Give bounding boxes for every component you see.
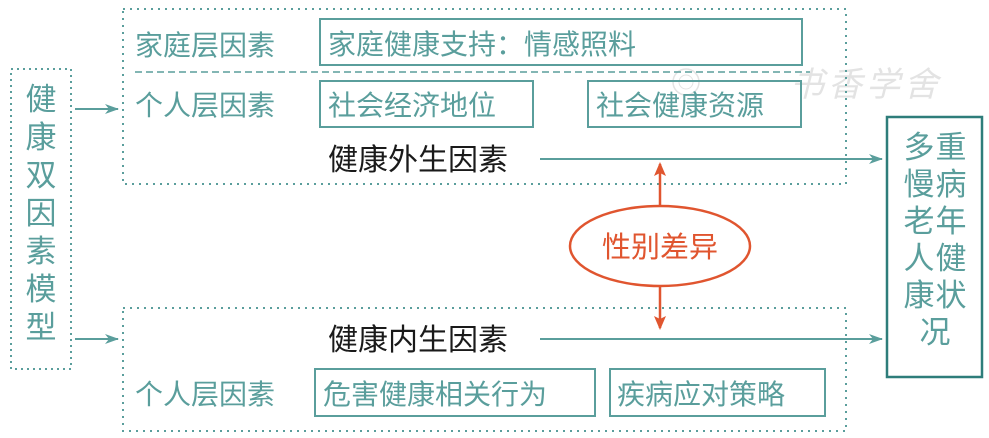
endogenous-title: 健康内生因素 [328,323,508,358]
health-risk-behavior-box [314,368,596,417]
model-label: 健 康 双 因 素 模 型 [26,82,57,346]
watermark-text: 书香学舍 [790,65,942,105]
outcome-box [885,115,984,379]
family-level-label: 家庭层因素 [135,29,275,62]
model-char: 素 [26,234,57,270]
outcome-char: 康 [904,278,935,314]
outcome-char: 慢 [904,167,935,203]
outcome-char: 多 [904,130,935,166]
outcome-char: 年 [936,204,967,240]
exogenous-box [122,8,847,185]
model-char: 双 [26,158,57,194]
outcome-char: 病 [936,167,967,203]
outcome-char: 老 [904,204,935,240]
model-char: 因 [26,196,57,232]
outcome-char: 重 [936,130,967,166]
gender-difference-ellipse [568,204,752,288]
gender-difference-text: 性别差异 [602,230,718,264]
model-char: 康 [26,120,57,156]
health-risk-behavior-text: 危害健康相关行为 [323,378,547,411]
family-factor-box [319,18,803,66]
model-box [10,68,72,370]
model-char: 健 [26,82,57,118]
endogenous-box [122,307,847,432]
social-health-resources-text: 社会健康资源 [596,89,764,122]
outcome-char: 健 [936,241,967,277]
outcome-char: 况 [920,315,951,351]
outcome-label: 多 重 慢 病 老 年 人 健 康 状 况 [904,130,967,351]
exogenous-title: 健康外生因素 [328,143,508,178]
disease-coping-strategy-text: 疾病应对策略 [617,378,785,411]
family-factor-text: 家庭健康支持：情感照料 [328,28,636,61]
individual-level-label-exogenous: 个人层因素 [135,89,275,122]
disease-coping-strategy-box [609,368,826,417]
individual-level-label-endogenous: 个人层因素 [135,378,275,411]
watermark: 书香学舍 [672,65,942,105]
outcome-char: 人 [904,241,935,277]
social-health-resources-box [587,80,802,128]
model-char: 模 [26,272,57,308]
outcome-char: 状 [936,278,967,314]
socioeconomic-status-box [319,80,534,128]
socioeconomic-status-text: 社会经济地位 [328,89,496,122]
model-char: 型 [26,310,57,346]
